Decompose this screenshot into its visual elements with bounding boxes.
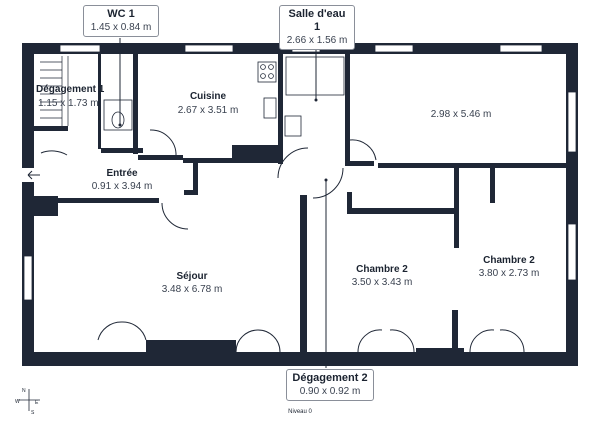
room-name-entree: Entrée (106, 168, 138, 179)
compass-s: S (31, 410, 35, 415)
callout-degagement-2: Dégagement 2 0.90 x 0.92 m (286, 369, 374, 401)
callout-salle-eau-1-name: Salle d'eau 1 (288, 8, 346, 33)
room-dim-degagement-1: 1.15 x 1.73 m (38, 98, 99, 109)
room-name-cuisine: Cuisine (190, 91, 227, 102)
room-name-chambre-2a: Chambre 2 (356, 264, 408, 275)
compass-e: E (35, 400, 39, 406)
room-dim-entree: 0.91 x 3.94 m (92, 181, 153, 192)
level-label: Niveau 0 (288, 409, 312, 415)
room-dim-unnamed: 2.98 x 5.46 m (431, 109, 492, 120)
fixtures (103, 56, 345, 137)
room-dim-sejour: 3.48 x 6.78 m (162, 284, 223, 295)
room-name-degagement-1: Dégagement 1 (36, 84, 105, 95)
callout-wc-1-name: WC 1 (107, 8, 135, 20)
compass-icon: N W E S (15, 388, 40, 415)
callout-degagement-2-name: Dégagement 2 (292, 372, 368, 384)
compass-n: N (22, 388, 26, 394)
callout-degagement-2-dim: 0.90 x 0.92 m (299, 386, 361, 397)
interior-walls (34, 54, 566, 357)
compass-w: W (15, 399, 20, 405)
room-name-sejour: Séjour (176, 271, 207, 282)
room-dim-chambre-2a: 3.50 x 3.43 m (352, 277, 413, 288)
room-dim-cuisine: 2.67 x 3.51 m (178, 105, 239, 116)
callout-salle-eau-1-dim: 2.66 x 1.56 m (286, 35, 348, 46)
callout-salle-eau-1: Salle d'eau 1 2.66 x 1.56 m (279, 5, 355, 50)
room-dim-chambre-2b: 3.80 x 2.73 m (479, 268, 540, 279)
doors (27, 129, 525, 353)
callout-wc-1-dim: 1.45 x 0.84 m (90, 22, 152, 33)
room-name-chambre-2b: Chambre 2 (483, 255, 535, 266)
staircase (40, 56, 69, 126)
callout-wc-1: WC 1 1.45 x 0.84 m (83, 5, 159, 37)
